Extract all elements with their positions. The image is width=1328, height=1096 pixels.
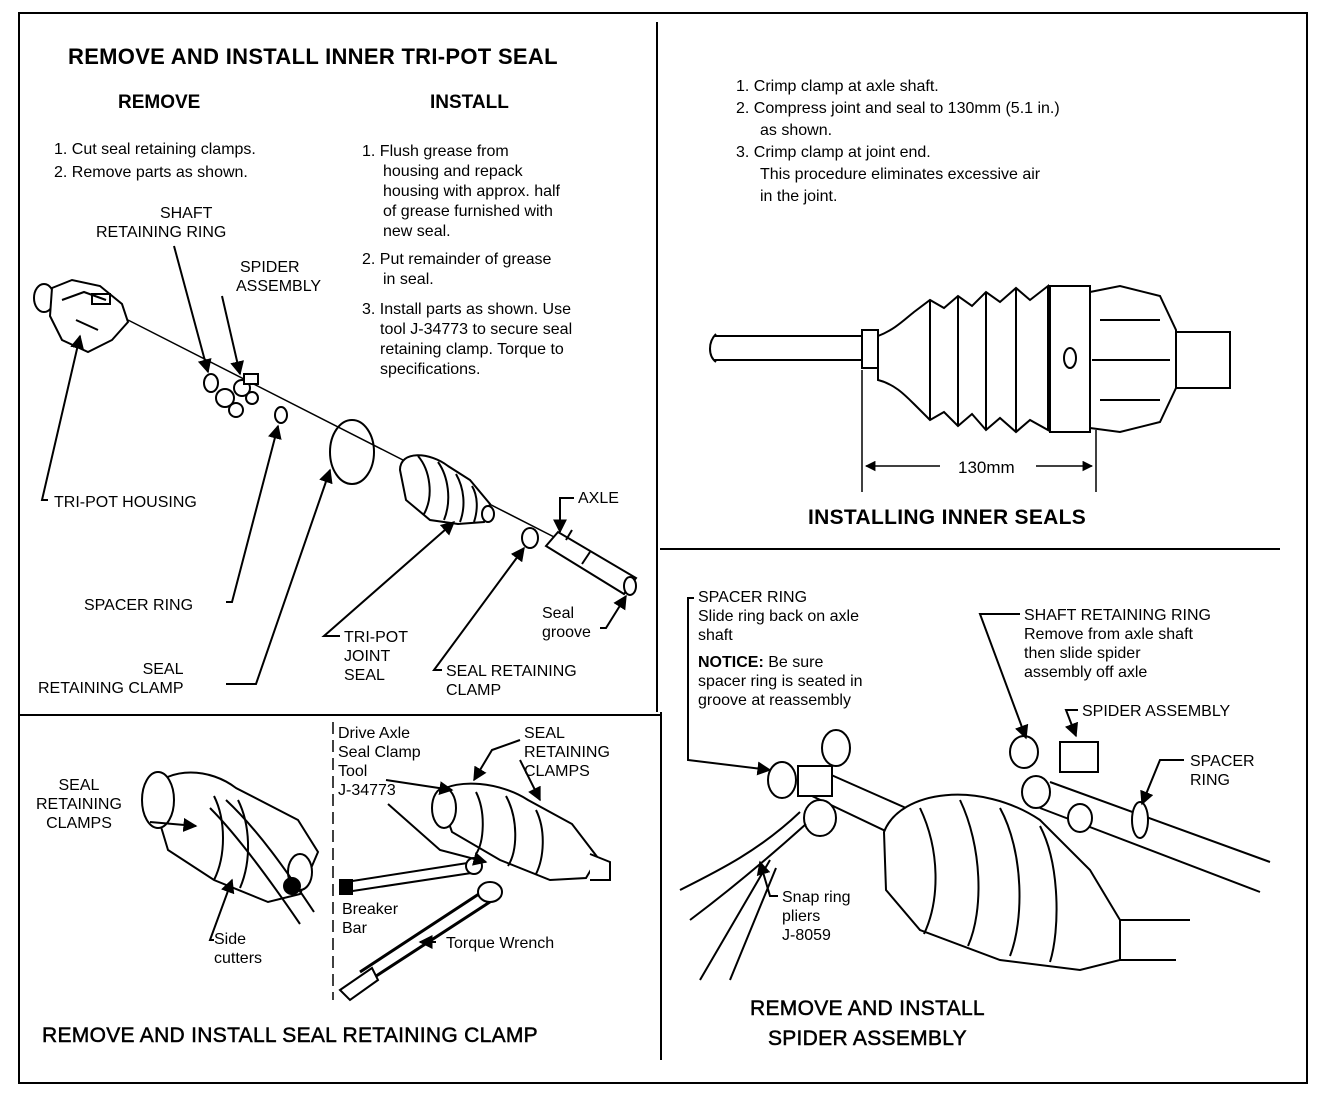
leader-spider-assembly [1064,709,1079,738]
label-spacer-ring: SPACER RING [84,597,194,614]
clamp-caption: REMOVE AND INSTALL SEAL RETAINING CLAMP [42,1024,538,1048]
seal-retaining-clamp-part [329,419,375,485]
axle-shaft-part [709,333,863,363]
vertical-divider-top [656,22,658,712]
install-step-1: 1. Flush grease from housing and repack … [362,143,560,240]
label-axle: AXLE [578,490,619,507]
leader-clamps-right-2 [519,759,541,802]
leader-side-cutters [208,878,235,941]
right-axle-and-spider-part [1009,735,1271,893]
label-seal-groove: Seal groove [542,605,591,641]
label-spider-assembly: SPIDER ASSEMBLY [236,259,322,295]
boot-left-part [882,793,1190,972]
diagram-frame [18,12,1308,1084]
leader-axle [553,497,574,534]
label-tripot-joint-seal: TRI-POT JOINT SEAL [344,629,408,684]
label-seal-retaining-clamps-right: SEAL RETAINING CLAMPS [524,725,610,780]
leader-snap-ring-pliers [756,860,778,897]
breaker-bar-part [339,857,483,895]
label-side-cutters: Side cutters [214,931,263,967]
install-heading: INSTALL [430,92,509,113]
joint-housing-part [1049,284,1231,434]
seal-retaining-clamp-small-part [521,527,539,549]
remove-steps: 1. Cut seal retaining clamps. 2. Remove … [54,140,256,183]
axle-clamp-part [861,329,879,369]
tripot-joint-seal-part [398,454,495,526]
spider-caption: REMOVE AND INSTALL SPIDER ASSEMBLY [750,997,985,1051]
label-breaker-bar: Breaker Bar [342,901,399,937]
label-tripot-housing: TRI-POT HOUSING [54,494,197,511]
vertical-divider-bottom [660,712,662,1060]
install-step-2: 2. Put remainder of grease in seal. [362,251,552,288]
joint-with-tool-part [431,782,611,882]
label-shaft-retaining-ring: SHAFT RETAINING RING [96,205,227,241]
leader-housing [40,334,84,501]
axle-part [544,529,638,596]
horizontal-divider-right [660,548,1280,550]
remove-heading: REMOVE [118,92,201,113]
label-spacer-ring-right: SPACER RING [1190,753,1255,789]
leader-spacer-ring-spider [687,597,772,776]
centerline [127,319,561,541]
leader-seal-groove [600,594,627,629]
leader-tool [385,779,454,796]
shaft-retaining-ring-part [203,373,219,393]
snap-ring-pliers-part [679,811,807,981]
label-snap-ring-pliers: Snap ring pliers J-8059 [782,889,851,944]
leader-clamps-left [149,817,198,832]
remove-step-2: 2. Remove parts as shown. [54,164,248,181]
torque-wrench-part [338,881,503,1002]
leader-clamps-right-1 [473,739,521,782]
leader-seal-clamp [226,468,333,685]
spacer-ring-part [274,406,288,424]
leader-joint-seal [321,521,456,637]
spider-assembly-part [215,373,259,418]
label-seal-retaining-clamp: SEAL RETAINING CLAMP [38,661,184,697]
leader-seal-clamp-2 [432,546,525,671]
boot-part [877,283,1049,434]
label-drive-axle-tool: Drive Axle Seal Clamp Tool J-34773 [338,725,421,799]
remove-step-1: 1. Cut seal retaining clamps. [54,141,256,158]
leader-spacer-ring-right [1140,759,1184,806]
joint-with-clamps-part [141,771,320,904]
inner-seals-caption: INSTALLING INNER SEALS [808,506,1087,529]
left-axle-and-spider-part [767,729,907,837]
leader-shaft-retaining-ring-spider [978,613,1029,740]
label-torque-wrench: Torque Wrench [446,935,555,952]
tripot-title: REMOVE AND INSTALL INNER TRI-POT SEAL [68,44,558,69]
install-step-3: 3. Install parts as shown. Use tool J-34… [362,301,573,378]
horizontal-divider-left [20,714,660,716]
leader-shaft-ring [173,245,212,374]
label-seal-retaining-clamp-2: SEAL RETAINING CLAMP [446,663,577,699]
tripot-housing-part [33,278,130,354]
label-spider-assembly-right: SPIDER ASSEMBLY [1082,703,1231,720]
label-seal-retaining-clamps-left: SEAL RETAINING CLAMPS [36,777,122,832]
label-spider-shaft-retaining-ring: SHAFT RETAINING RING Remove from axle sh… [1024,607,1211,681]
leader-spider [221,295,244,376]
label-spider-spacer-ring: SPACER RING Slide ring back on axle shaf… [698,589,863,709]
leader-tool-2 [387,803,488,866]
dimension-130mm: 130mm [958,458,1015,477]
leader-spacer [226,424,282,603]
side-cutters-part [209,799,315,925]
inner-seals-steps: 1. Crimp clamp at axle shaft. 2. Compres… [736,78,1060,205]
notice-bold: NOTICE: [698,654,764,671]
